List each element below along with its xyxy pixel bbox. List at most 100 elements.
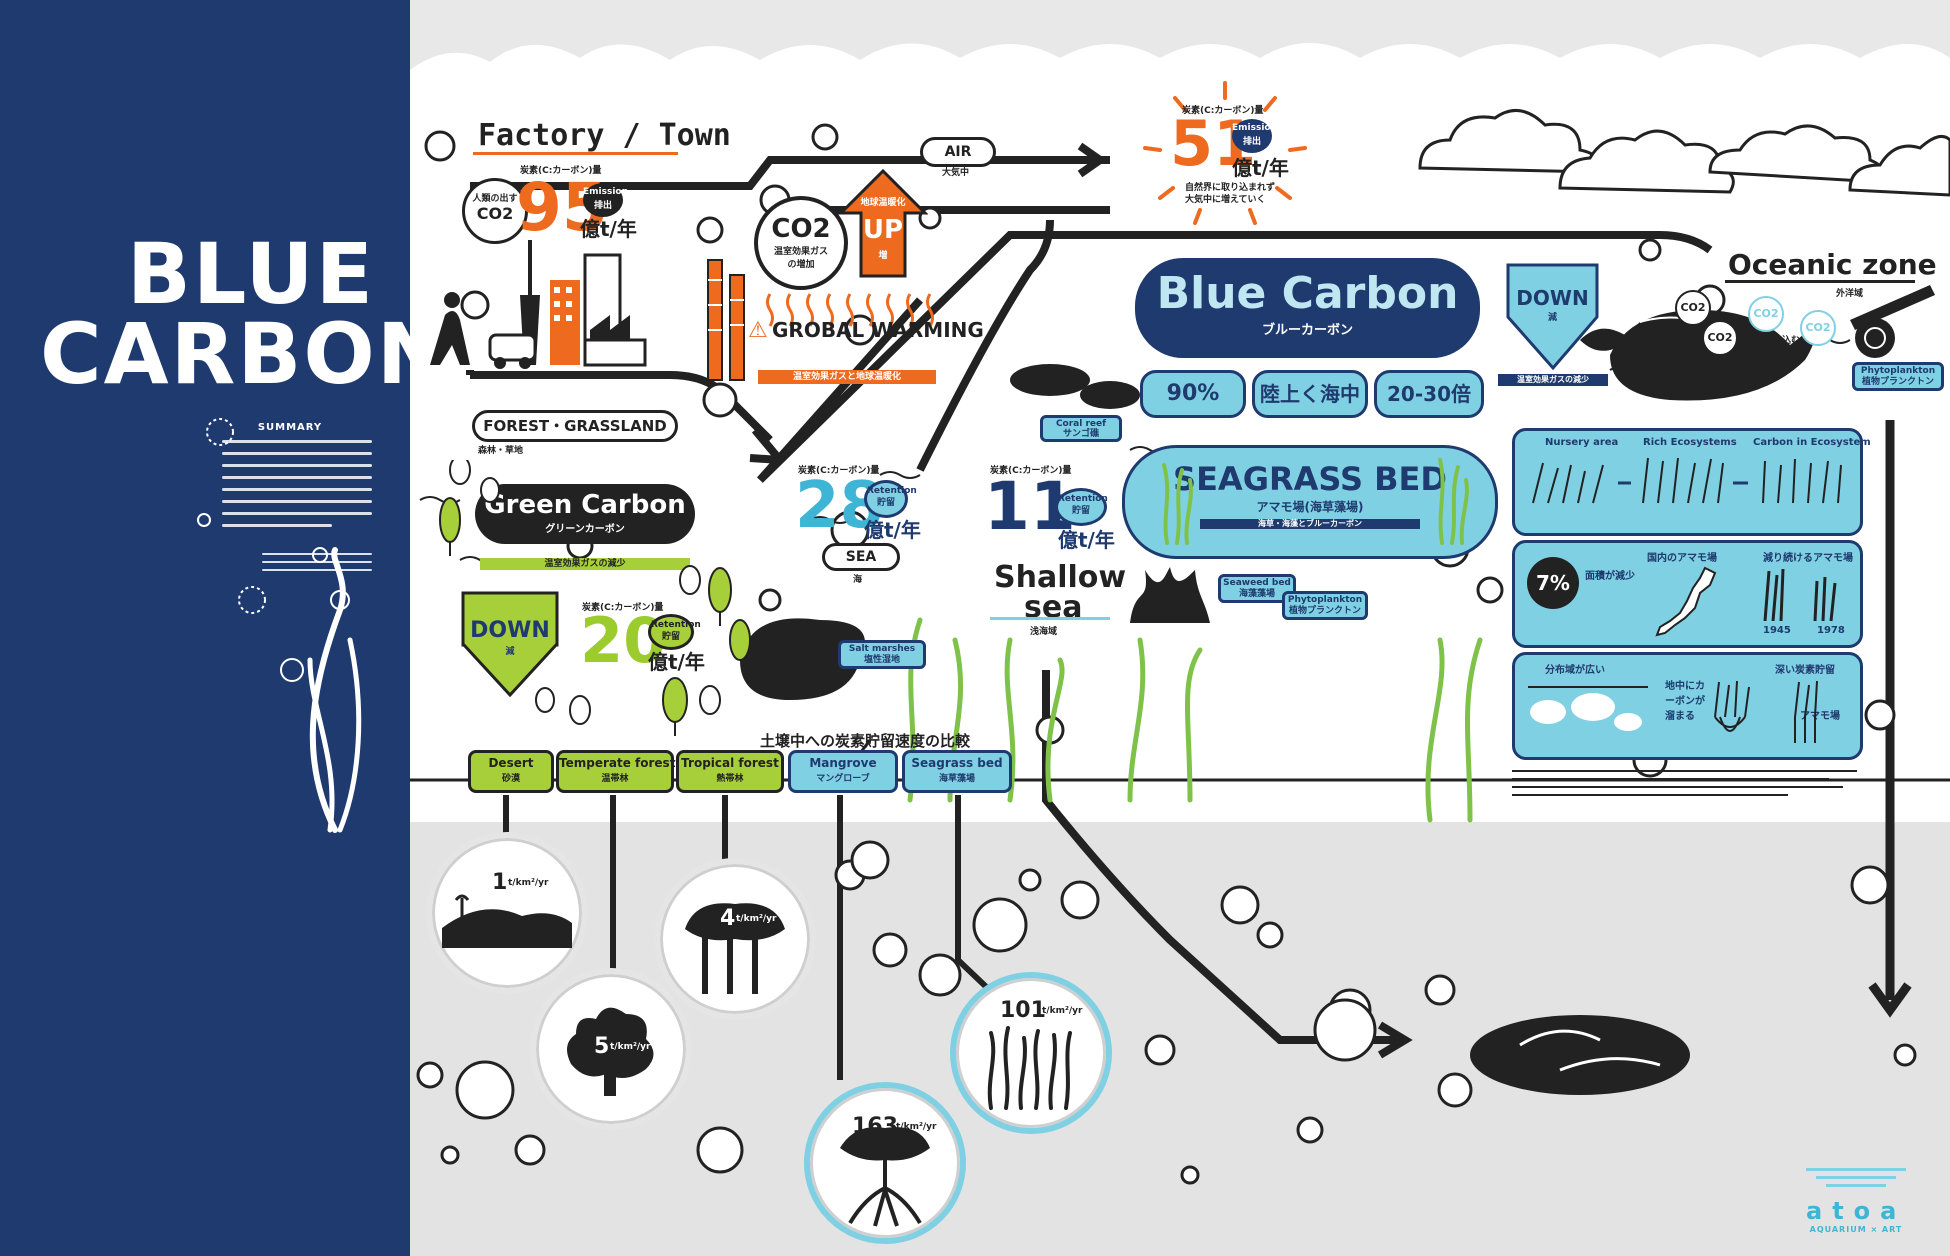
green-down-label: DOWN [470,618,550,643]
panel3-carbon-jp: 地中にカーボンが溜まる [1665,681,1705,722]
salt-marsh-jp: 塩性湿地 [863,655,900,665]
co2-bubble-jp-2: の増加 [787,260,815,270]
seagrass-bubbles-icon [197,418,362,833]
forest-label-box: FOREST・GRASSLAND [472,410,678,442]
soil-label-mangrove-jp: マングローブ [816,774,870,784]
summary-label: SUMMARY [257,422,323,433]
soil-label-tropical-text: Tropical forest [681,756,779,770]
info-panel-decline: 7% 面積が減少 国内のアマモ場 減り続けるアマモ場 1945 1978 [1512,540,1863,648]
sea-tag-jp: 貯留 [876,498,895,508]
blue-down-jp: 減 [1547,313,1557,323]
sidebar-panel: BLUE CARBON SUMMARY [0,0,450,1256]
sea-unit: 億t/年 [864,518,921,542]
coral-jp: サンゴ礁 [1062,429,1099,439]
emission-burst-icon [1143,81,1307,225]
clock-desert: 1 t/km²/yr [426,832,588,994]
seagrass-jp: アマモ場(海草藻場) [1256,500,1364,514]
world-map-icon [1528,686,1648,731]
green-tag-jp: 貯留 [661,632,680,642]
blue-stat-1: 90% [1140,370,1246,418]
blue-carbon-box: Blue Carbon ブルーカーボン [1135,258,1480,358]
panel1-seagrass-icon [1532,457,1842,504]
desert-dune-icon [442,894,572,948]
forest-label-jp: 森林・草地 [478,446,524,456]
sea-label-box: SEA [822,543,900,571]
seaweed-icon [1130,567,1210,623]
clock-desert-value: 1 [492,870,508,895]
chimney-icon [707,259,745,381]
reference-text-block [1512,764,1857,814]
sea-tag: Retention 貯留 [864,480,917,518]
seagrass-plants-icon [1162,458,1469,545]
warming-up-arrow-icon [838,168,928,278]
oceanic-co2-4: CO2 [1800,310,1836,346]
clock-mangrove-value: 163 [852,1114,898,1139]
panel2-year-1: 1945 [1763,625,1791,636]
temperate-tree-icon [567,1007,654,1096]
panel2-domestic-jp: 国内のアマモ場 [1647,553,1717,564]
blue-down-label: DOWN [1516,286,1589,310]
sea-label: SEA [845,549,877,565]
soil-heading: 土壌中への炭素貯留速度の比較 [760,732,971,750]
factory-tag-label: Emission [583,187,628,197]
warming-arrow-up-jp: 増 [878,251,888,261]
global-warming-sub: 温室効果ガスと地球温暖化 [758,370,936,384]
clock-temperate: 5 t/km²/yr [530,968,692,1130]
panel2-grass-compare-icon [1763,568,1837,622]
coral-label: Coral reef [1055,419,1107,429]
soil-label-temperate-text: Temperate forest [559,756,676,770]
panel1-nursery: Nursery area [1545,437,1619,448]
panel3-deep-jp: 深い炭素貯留 [1775,665,1835,676]
panel3-roots-icon [1714,680,1818,743]
clock-tropical-unit: t/km²/yr [736,914,777,924]
air-label-box: AIR [920,137,996,167]
clock-temperate-unit: t/km²/yr [610,1042,651,1052]
title-line-2: CARBON [40,305,450,403]
plankton-icon [1850,285,1935,358]
warming-arrow-jp: 地球温暖化 [860,198,906,208]
forest-label: FOREST・GRASSLAND [483,417,667,435]
oceanic-title: Oceanic zone [1728,248,1937,281]
tropical-tree-icon [685,903,785,994]
phyto-label: Phytoplankton [1287,595,1363,605]
green-down-arrow-icon [461,591,559,698]
blue-carbon-jp: ブルーカーボン [1261,323,1353,338]
soil-label-seagrass-jp: 海草藻場 [938,774,975,784]
green-tag-label: Retention [651,620,701,630]
panel3-amamo-jp: アマモ場 [1800,711,1840,722]
shallow-tag-label: Retention [1058,494,1108,504]
clock-tropical-value: 4 [720,906,736,931]
atoa-logo-sub: AQUARIUM × ART [1809,1225,1903,1234]
sea-tag-label: Retention [867,486,917,496]
emission-top-unit: 億t/年 [1232,156,1289,180]
city-skyline-icon [430,240,647,369]
co2-bubble-label: CO2 [771,214,831,244]
emission-top-note-1: 自然界に取り込まれず [1185,183,1276,193]
panel2-shrinking-jp: 減り続けるアマモ場 [1763,553,1853,564]
factory-unit: 億t/年 [580,217,637,241]
panel1-rich: Rich Ecosystems [1643,437,1737,448]
heat-waves-icon [766,293,934,327]
blue-down-sub: 温室効果ガスの減少 [1498,374,1608,386]
seagrass-bed-box: SEAGRASS BED アマモ場(海草藻場) 海草・海藻とブルーカーボン [1122,445,1498,559]
green-down-jp: 減 [505,647,515,657]
oceanic-ch4: CH4 [1760,346,1781,356]
seaweed-jp: 海藻藻場 [1238,589,1275,599]
salt-marsh-label: Salt marshes [848,644,916,654]
panel2-decline-jp: 面積が減少 [1585,571,1635,582]
shallow-title-1: Shallow [994,560,1127,595]
info-panel-distribution: 分布域が広い 地中にカーボンが溜まる 深い炭素貯留 アマモ場 [1512,652,1863,760]
soil-label-temperate-jp: 温帯林 [601,774,629,784]
soil-label-desert-text: Desert [488,756,534,770]
title-line-1: BLUE [126,225,375,323]
air-label-jp: 大気中 [942,168,970,178]
atoa-logo-word: atoa [1806,1197,1907,1225]
oceanic-jp: 外洋域 [1836,289,1864,299]
mangrove-tree-icon [840,1127,930,1227]
seagrass-roots-icon [987,1026,1072,1110]
clock-seagrass-unit: t/km²/yr [1042,1006,1083,1016]
